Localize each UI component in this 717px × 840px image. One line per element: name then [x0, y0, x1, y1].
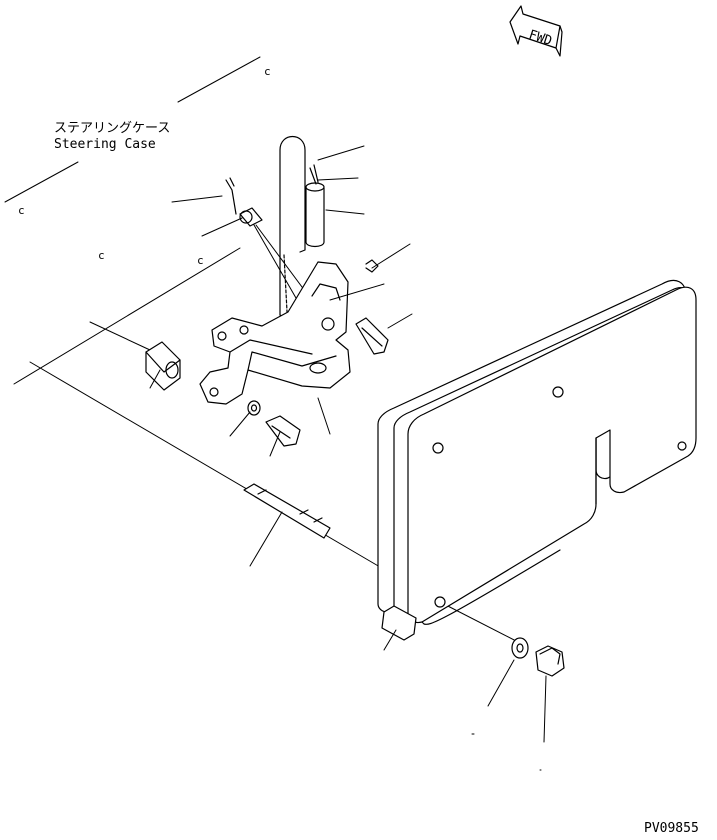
c-mark-3: c	[98, 249, 105, 262]
lock-pin	[305, 164, 325, 248]
c-mark-2: c	[18, 204, 25, 217]
leader-lines	[149, 145, 547, 771]
washer-large	[511, 637, 529, 659]
fwd-arrow: FWD	[509, 5, 563, 57]
drawing-id: PV09855	[644, 821, 699, 836]
spacer	[145, 341, 181, 391]
washer-small	[247, 400, 261, 416]
c-mark-1: c	[264, 65, 271, 78]
snap-pin	[225, 177, 237, 215]
collar	[239, 207, 263, 227]
clip	[365, 259, 379, 273]
steering-case-outline	[4, 56, 261, 385]
steering-case-label-en: Steering Case	[54, 137, 156, 152]
steering-case-label-jp: ステアリングケース	[54, 121, 170, 136]
bolt-right	[355, 317, 389, 355]
counterweight-plate-front	[407, 286, 697, 625]
long-stud	[243, 483, 331, 539]
fwd-label: FWD	[527, 28, 554, 50]
c-mark-4: c	[197, 254, 204, 267]
bracket	[199, 261, 351, 405]
plate-tab	[381, 605, 417, 641]
nut	[535, 645, 565, 677]
bolt-lower	[265, 415, 301, 447]
